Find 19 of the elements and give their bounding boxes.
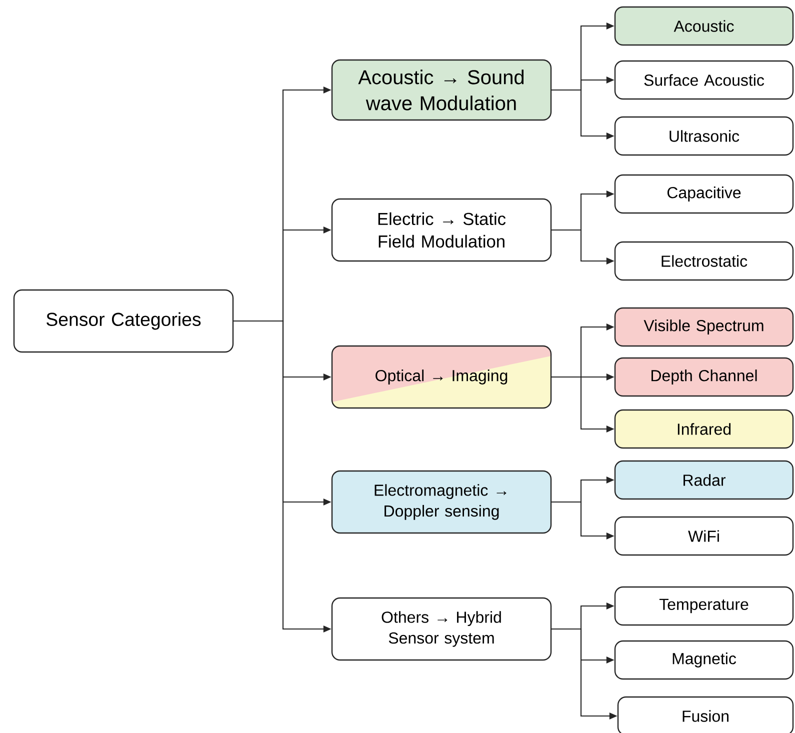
sensor-box: Ultrasonic <box>614 116 794 156</box>
sensor-box: Acoustic <box>614 6 794 46</box>
sensor-box: WiFi <box>614 516 794 556</box>
root-box: Sensor Categories <box>13 289 234 353</box>
sensor-box: Fusion <box>617 696 794 733</box>
sensor-box: Magnetic <box>614 640 794 680</box>
category-box: Electromagnetic → Doppler sensing <box>331 470 552 534</box>
sensor-box: Electrostatic <box>614 241 794 281</box>
sensor-box: Surface Acoustic <box>614 60 794 100</box>
category-box: Optical → Imaging <box>331 345 552 409</box>
category-box: Acoustic → Sound wave Modulation <box>331 59 552 121</box>
sensor-box: Capacitive <box>614 174 794 214</box>
sensor-box: Visible Spectrum <box>614 307 794 347</box>
category-box: Others → Hybrid Sensor system <box>331 597 552 661</box>
sensor-box: Radar <box>614 460 794 500</box>
category-box: Electric → Static Field Modulation <box>331 198 552 262</box>
sensor-box: Infrared <box>614 409 794 449</box>
sensor-box: Depth Channel <box>614 357 794 397</box>
sensor-box: Temperature <box>614 586 794 626</box>
